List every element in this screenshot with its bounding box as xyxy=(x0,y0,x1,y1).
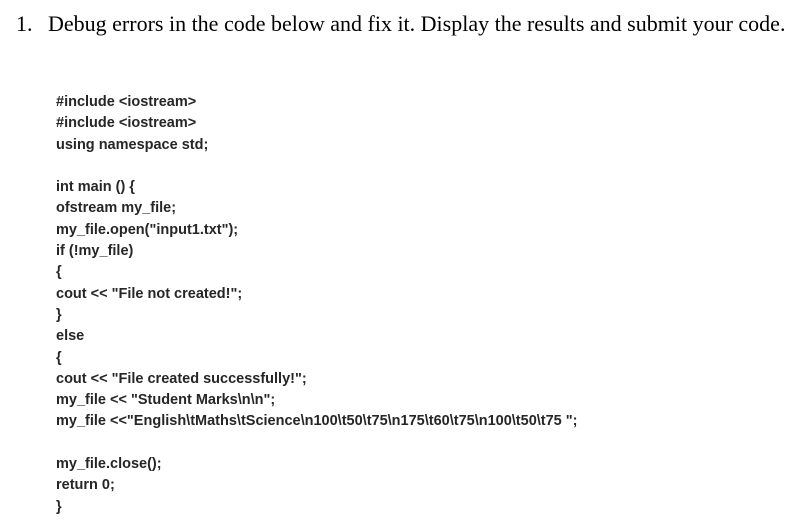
code-line: else xyxy=(56,328,85,345)
question-text: Debug errors in the code below and fix i… xyxy=(48,11,786,36)
code-line: return 0; xyxy=(56,477,115,494)
code-line: my_file.open("input1.txt"); xyxy=(56,221,239,238)
code-line xyxy=(56,156,786,177)
code-line: } xyxy=(56,306,62,323)
code-line: { xyxy=(56,264,62,281)
code-line: { xyxy=(56,349,62,366)
code-block: #include <iostream> #include <iostream> … xyxy=(56,92,786,518)
code-line: #include <iostream> xyxy=(56,115,197,132)
code-line: cout << "File created successfully!"; xyxy=(56,370,307,387)
code-line: my_file.close(); xyxy=(56,456,162,473)
code-line: my_file <<"English\tMaths\tScience\n100\… xyxy=(56,413,578,430)
code-line: int main () { xyxy=(56,179,135,196)
code-line: if (!my_file) xyxy=(56,243,134,260)
code-line: using namespace std; xyxy=(56,136,209,153)
code-line: } xyxy=(56,498,62,515)
code-line: my_file << "Student Marks\n\n"; xyxy=(56,392,276,409)
code-line xyxy=(56,433,786,454)
question-number: 1. xyxy=(16,11,33,36)
code-line: #include <iostream> xyxy=(56,94,197,110)
question: 1. Debug errors in the code below and fi… xyxy=(16,10,786,37)
code-line: cout << "File not created!"; xyxy=(56,285,243,302)
code-line: ofstream my_file; xyxy=(56,200,177,217)
